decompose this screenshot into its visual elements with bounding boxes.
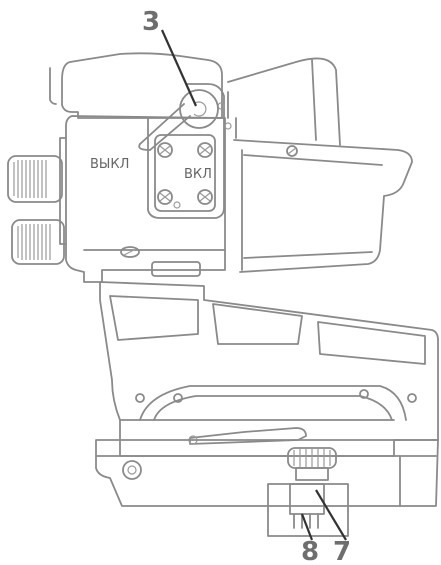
base-plate [95,439,439,507]
callout-8-leader [300,513,314,541]
on-label: ВКЛ [184,167,212,182]
callout-3-leader [160,29,198,107]
power-switch-plate [138,83,232,219]
plate-screws [157,102,232,209]
callout-3: 3 [142,7,160,37]
callout-7-leader [315,489,347,541]
focus-knobs [7,155,65,265]
callout-8: 8 [301,537,319,565]
adjustment-screw [267,447,349,537]
upper-housing [49,52,413,283]
off-label: ВЫКЛ [90,157,129,172]
lower-frame [99,281,439,457]
callout-7: 7 [333,537,351,565]
